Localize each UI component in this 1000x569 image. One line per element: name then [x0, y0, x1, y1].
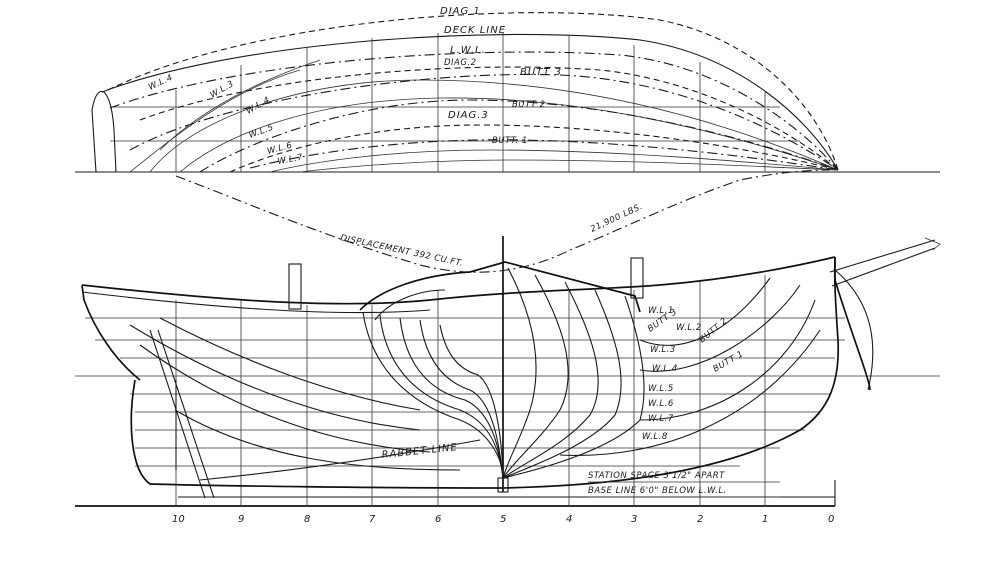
label-wl3: W.L.3: [650, 345, 676, 355]
note-base-line: BASE LINE 6'0" BELOW L.W.L.: [588, 486, 727, 496]
buttock-lines: [129, 277, 821, 471]
station-4: 4: [566, 514, 572, 525]
station-10: 10: [172, 514, 185, 525]
station-2: 2: [697, 514, 703, 525]
label-wl8: W.L.8: [642, 432, 668, 442]
station-7: 7: [369, 514, 376, 525]
label-wl4: W.L.4: [652, 364, 678, 374]
label-diag1: DIAG 1: [440, 6, 481, 17]
profile-view: W.L.1 W.L.2 W.L.3 W.L.4 W.L.5 W.L.6 W.L.…: [75, 236, 941, 525]
station-6: 6: [435, 514, 441, 525]
label-wl2: W.L.2: [676, 323, 702, 333]
station-3: 3: [631, 514, 637, 525]
label-butt1-plan: BUTT. 1: [492, 136, 528, 146]
label-wl7: W.L.7: [648, 414, 674, 424]
label-diag3: DIAG.3: [448, 110, 489, 121]
label-wl4b-plan: W.L.4: [245, 95, 272, 117]
label-butt2: BUTT 2: [698, 316, 730, 345]
label-wl6: W.L.6: [648, 399, 674, 409]
label-diag2: DIAG.2: [444, 58, 477, 68]
label-wl1: W.L.1: [648, 306, 674, 316]
body-plan-sections: [362, 267, 645, 479]
label-wl5: W.L.5: [648, 384, 674, 394]
station-1: 1: [762, 514, 768, 525]
note-station-space: STATION SPACE 3'1/2" APART: [588, 471, 725, 481]
label-butt1: BUTT 1: [712, 349, 746, 374]
label-deck-line: DECK LINE: [444, 25, 506, 36]
label-wl5-plan: W.L.5: [248, 123, 276, 141]
station-5: 5: [500, 514, 506, 525]
station-9: 9: [238, 514, 244, 525]
station-numbers: 10 9 8 7 6 5 4 3 2 1 0: [172, 514, 834, 525]
label-butt2-plan: BUTT 2: [512, 100, 546, 110]
label-rabbet-line: RABBET LINE: [381, 442, 458, 461]
waterline-grid: [85, 317, 845, 467]
station-8: 8: [304, 514, 310, 525]
label-wl7-plan: W.L.7: [277, 153, 304, 167]
station-0: 0: [828, 514, 834, 525]
label-displacement: DISPLACEMENT 392 CU.FT.: [339, 233, 464, 269]
plan-station-lines: [175, 32, 766, 172]
label-lwl: L.W.L.: [450, 45, 486, 56]
half-breadth-plan: DIAG 1 DECK LINE L.W.L. DIAG.2 BUTT 3 BU…: [75, 6, 940, 173]
label-butt3-plan: BUTT 3: [520, 67, 562, 78]
